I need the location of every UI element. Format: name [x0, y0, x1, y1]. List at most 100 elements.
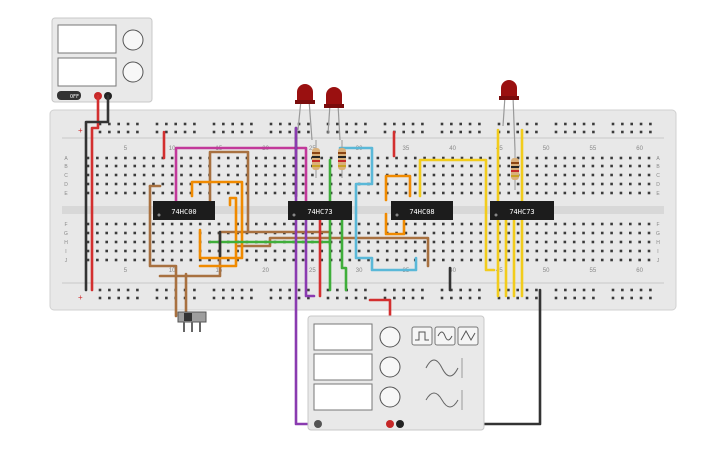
breadboard-hole[interactable] — [404, 182, 408, 186]
breadboard-hole[interactable] — [297, 288, 301, 292]
breadboard-hole[interactable] — [629, 156, 632, 160]
breadboard-hole[interactable] — [507, 258, 511, 262]
chip-74hc00[interactable]: 74HC00 — [153, 201, 215, 220]
breadboard-hole[interactable] — [255, 191, 258, 195]
breadboard-hole[interactable] — [411, 122, 415, 126]
breadboard-hole[interactable] — [611, 122, 615, 126]
breadboard-hole[interactable] — [165, 288, 168, 292]
breadboard-hole[interactable] — [367, 156, 370, 160]
wire-orange[interactable] — [384, 212, 406, 236]
breadboard-hole[interactable] — [255, 182, 258, 186]
breadboard-hole[interactable] — [563, 191, 567, 195]
wire-orange[interactable] — [198, 196, 238, 268]
breadboard-hole[interactable] — [283, 164, 286, 168]
breadboard-hole[interactable] — [488, 240, 492, 244]
breadboard-hole[interactable] — [563, 173, 567, 177]
breadboard-hole[interactable] — [516, 156, 520, 160]
breadboard-hole[interactable] — [198, 156, 202, 160]
breadboard-hole[interactable] — [212, 288, 216, 292]
breadboard-hole[interactable] — [572, 231, 576, 235]
breadboard-hole[interactable] — [610, 173, 613, 177]
breadboard-hole[interactable] — [96, 258, 99, 262]
breadboard-hole[interactable] — [236, 222, 239, 226]
breadboard-hole[interactable] — [411, 296, 415, 300]
breadboard-hole[interactable] — [279, 122, 282, 126]
breadboard-hole[interactable] — [336, 288, 339, 292]
breadboard-hole[interactable] — [255, 249, 258, 253]
breadboard-hole[interactable] — [255, 173, 258, 177]
breadboard-hole[interactable] — [497, 296, 501, 300]
breadboard-hole[interactable] — [142, 182, 146, 186]
breadboard-hole[interactable] — [170, 240, 174, 244]
breadboard-hole[interactable] — [516, 288, 519, 292]
breadboard-hole[interactable] — [544, 249, 548, 253]
breadboard-hole[interactable] — [563, 182, 567, 186]
breadboard-hole[interactable] — [273, 222, 277, 226]
breadboard-hole[interactable] — [647, 191, 651, 195]
breadboard-hole[interactable] — [152, 222, 155, 226]
breadboard-hole[interactable] — [339, 182, 342, 186]
breadboard-hole[interactable] — [478, 288, 481, 292]
breadboard-hole[interactable] — [535, 130, 538, 134]
breadboard-hole[interactable] — [161, 249, 165, 253]
breadboard-hole[interactable] — [217, 173, 221, 177]
breadboard-hole[interactable] — [516, 296, 519, 300]
breadboard-hole[interactable] — [180, 191, 183, 195]
output-positive-terminal[interactable] — [386, 420, 394, 428]
breadboard-hole[interactable] — [488, 173, 492, 177]
breadboard-hole[interactable] — [183, 122, 187, 126]
wire-magenta[interactable] — [174, 146, 308, 207]
breadboard-hole[interactable] — [621, 122, 624, 126]
breadboard-hole[interactable] — [479, 173, 482, 177]
breadboard-hole[interactable] — [507, 288, 510, 292]
breadboard-hole[interactable] — [459, 296, 462, 300]
breadboard-hole[interactable] — [610, 249, 613, 253]
breadboard-hole[interactable] — [264, 222, 267, 226]
breadboard-hole[interactable] — [105, 258, 108, 262]
breadboard-hole[interactable] — [180, 164, 183, 168]
breadboard-hole[interactable] — [208, 249, 211, 253]
breadboard-hole[interactable] — [357, 164, 361, 168]
breadboard-hole[interactable] — [279, 288, 282, 292]
breadboard-hole[interactable] — [124, 191, 127, 195]
breadboard-hole[interactable] — [526, 191, 529, 195]
breadboard-hole[interactable] — [301, 173, 305, 177]
breadboard-hole[interactable] — [442, 156, 445, 160]
breadboard-hole[interactable] — [525, 130, 529, 134]
breadboard-hole[interactable] — [376, 182, 380, 186]
breadboard-hole[interactable] — [301, 222, 305, 226]
resistor[interactable] — [511, 150, 519, 190]
breadboard-hole[interactable] — [460, 164, 464, 168]
breadboard-hole[interactable] — [413, 156, 417, 160]
breadboard-hole[interactable] — [117, 296, 120, 300]
breadboard-hole[interactable] — [423, 182, 426, 186]
breadboard-hole[interactable] — [117, 288, 120, 292]
breadboard-hole[interactable] — [470, 258, 473, 262]
breadboard-hole[interactable] — [395, 156, 398, 160]
breadboard-hole[interactable] — [629, 191, 632, 195]
breadboard-hole[interactable] — [413, 173, 417, 177]
breadboard-hole[interactable] — [189, 240, 193, 244]
breadboard-hole[interactable] — [297, 130, 301, 134]
breadboard-hole[interactable] — [563, 222, 567, 226]
breadboard-hole[interactable] — [105, 182, 108, 186]
breadboard-hole[interactable] — [283, 222, 286, 226]
breadboard-hole[interactable] — [364, 288, 367, 292]
breadboard-hole[interactable] — [152, 231, 155, 235]
breadboard-hole[interactable] — [564, 122, 567, 126]
breadboard-hole[interactable] — [311, 222, 314, 226]
breadboard-hole[interactable] — [423, 240, 426, 244]
breadboard-hole[interactable] — [208, 231, 211, 235]
breadboard-hole[interactable] — [376, 222, 380, 226]
breadboard-hole[interactable] — [320, 258, 324, 262]
breadboard-hole[interactable] — [152, 240, 155, 244]
breadboard-hole[interactable] — [600, 249, 604, 253]
breadboard-hole[interactable] — [255, 156, 258, 160]
breadboard-hole[interactable] — [231, 288, 234, 292]
breadboard-hole[interactable] — [170, 231, 174, 235]
breadboard-hole[interactable] — [526, 156, 529, 160]
breadboard-hole[interactable] — [357, 258, 361, 262]
breadboard-hole[interactable] — [507, 164, 511, 168]
breadboard-hole[interactable] — [535, 240, 539, 244]
breadboard-hole[interactable] — [630, 122, 633, 126]
